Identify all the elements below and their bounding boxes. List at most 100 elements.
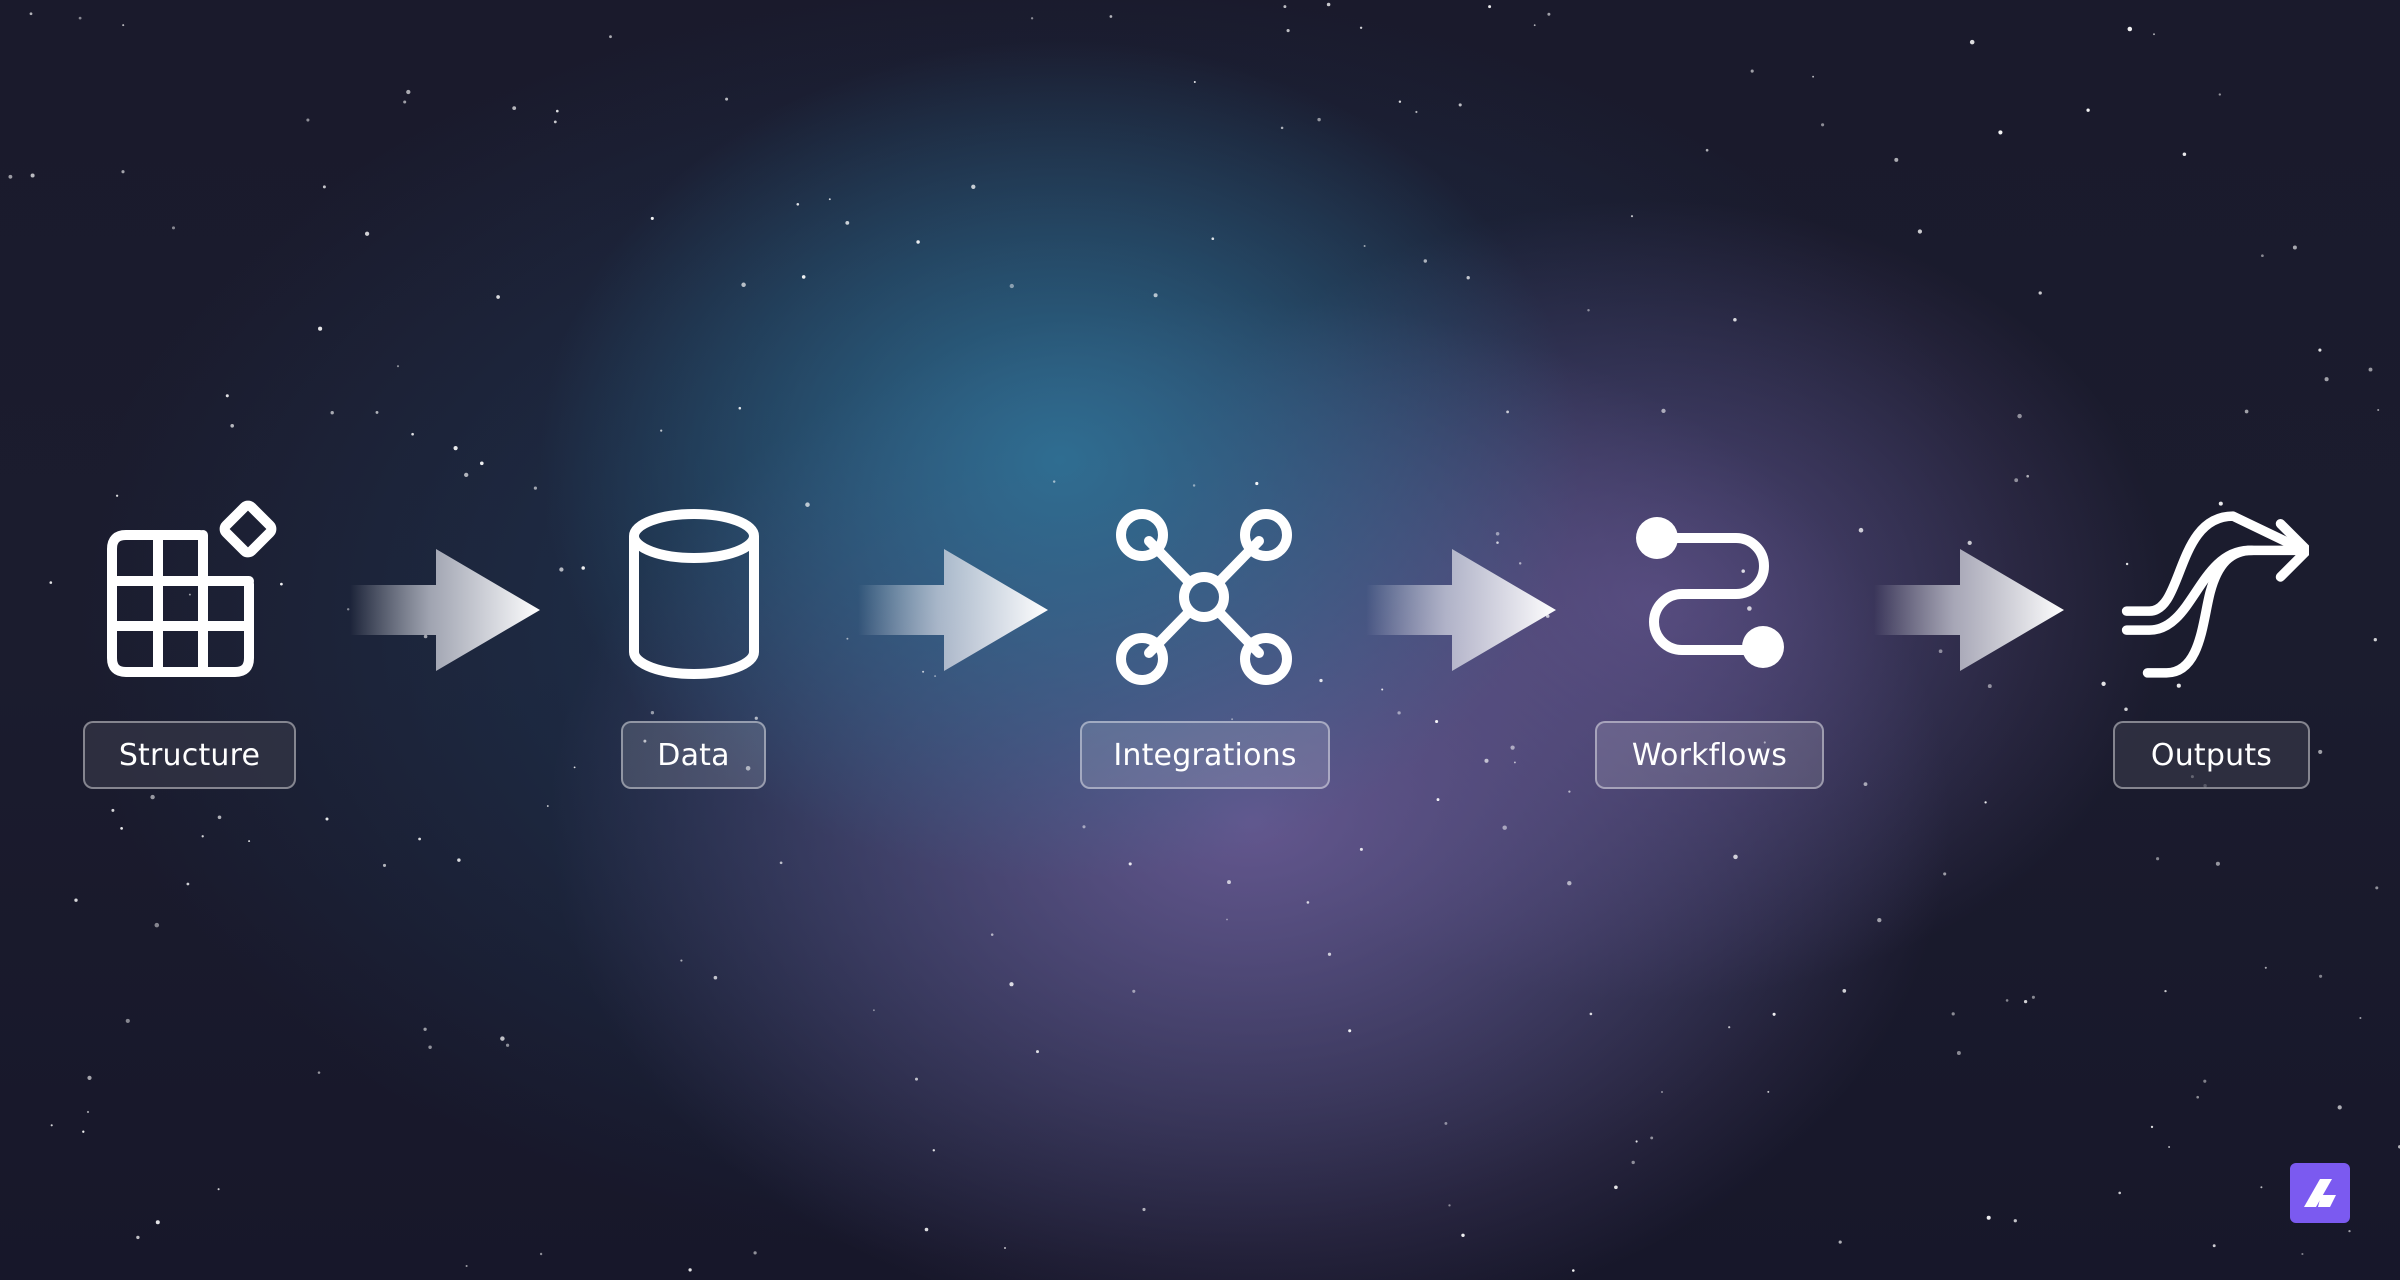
star: [225, 394, 229, 398]
star: [115, 494, 119, 497]
star: [872, 1009, 875, 1012]
brand-logo-icon[interactable]: [2290, 1163, 2350, 1223]
star: [2375, 886, 2379, 890]
star: [1128, 862, 1132, 866]
star: [2261, 254, 2264, 258]
star: [1858, 527, 1864, 533]
star: [1448, 1204, 1451, 1207]
star: [2153, 33, 2155, 36]
star: [2218, 93, 2221, 96]
star: [1705, 148, 1709, 152]
route-path-icon: [1636, 517, 1784, 668]
star: [364, 231, 370, 236]
star: [121, 170, 125, 174]
star: [1587, 309, 1590, 312]
star: [453, 446, 458, 451]
star: [1435, 719, 1439, 724]
star: [934, 675, 937, 678]
star: [1192, 484, 1196, 487]
star: [546, 805, 549, 807]
star: [1589, 1012, 1593, 1016]
arrow-right-icon: [350, 549, 540, 671]
star: [2196, 1095, 2200, 1099]
star: [1567, 881, 1572, 886]
star: [2023, 999, 2028, 1004]
star: [2319, 974, 2323, 978]
star: [1838, 1240, 1842, 1244]
star: [479, 461, 484, 466]
star: [555, 109, 559, 113]
star: [125, 1018, 130, 1023]
merge-arrow-icon: [2121, 511, 2309, 678]
star: [1306, 901, 1310, 904]
star: [539, 1252, 543, 1256]
star: [1381, 688, 1384, 691]
star: [1917, 229, 1923, 234]
star: [559, 567, 564, 572]
step-label-workflows: Workflows: [1595, 721, 1824, 789]
star: [2014, 478, 2019, 483]
star: [306, 118, 310, 122]
star: [496, 295, 500, 299]
star: [924, 1227, 929, 1232]
star: [1495, 532, 1500, 536]
star: [382, 863, 387, 867]
star: [1821, 123, 1825, 127]
star: [805, 502, 810, 507]
star: [1030, 17, 1034, 20]
arrow-right-icon: [858, 549, 1048, 671]
star: [553, 120, 557, 124]
star: [396, 365, 400, 368]
star: [1842, 989, 1847, 993]
star: [2359, 1016, 2362, 1020]
star: [1502, 825, 1507, 830]
star: [1733, 854, 1738, 860]
star: [2318, 348, 2322, 352]
star: [2182, 152, 2187, 157]
star: [1359, 847, 1363, 851]
star: [2156, 857, 2160, 861]
star: [1733, 317, 1737, 322]
star: [150, 794, 155, 800]
star: [1466, 276, 1470, 280]
star: [779, 861, 783, 865]
star: [990, 933, 994, 936]
star: [1661, 408, 1666, 414]
step-label-integrations: Integrations: [1080, 721, 1330, 789]
star: [418, 837, 421, 841]
star: [1359, 26, 1363, 29]
star: [1415, 110, 1418, 114]
star: [1423, 259, 1428, 263]
star: [464, 472, 469, 478]
star: [171, 226, 176, 230]
star: [1286, 29, 1290, 33]
star: [1533, 24, 1536, 27]
star: [1052, 480, 1056, 483]
star: [411, 432, 414, 436]
star: [1510, 745, 1515, 750]
star: [1547, 12, 1551, 16]
star: [325, 817, 329, 821]
star: [2150, 1125, 2154, 1129]
star: [2038, 291, 2042, 295]
star: [317, 1071, 321, 1074]
star: [1458, 103, 1462, 107]
star: [2368, 367, 2373, 372]
star: [2031, 995, 2035, 999]
star: [741, 282, 746, 288]
star: [136, 1235, 140, 1240]
star: [1193, 81, 1196, 83]
star: [2264, 966, 2267, 969]
star: [2026, 474, 2030, 478]
star: [2101, 681, 2106, 686]
star: [725, 97, 729, 101]
star: [2337, 1105, 2342, 1110]
star: [1153, 293, 1158, 298]
star: [500, 1036, 505, 1041]
brand-mark-glyph: [2304, 1179, 2336, 1207]
star: [8, 174, 13, 179]
star: [1255, 481, 1259, 486]
star: [330, 411, 334, 415]
star: [1484, 758, 1489, 763]
star: [688, 1268, 692, 1272]
